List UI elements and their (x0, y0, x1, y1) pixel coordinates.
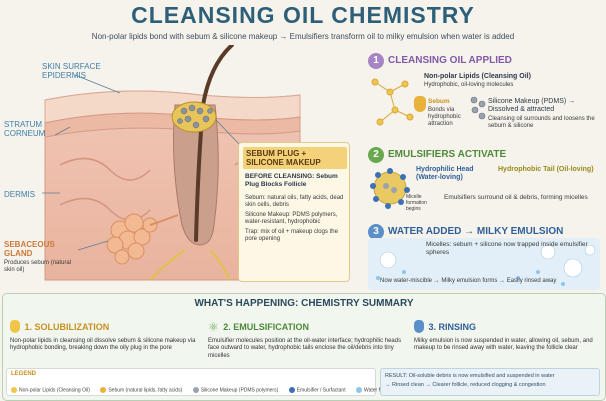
legend-item: Emulsifier / Surfactant (288, 386, 346, 393)
stratum-layer (44, 112, 301, 138)
callout-bullet: Sebum: natural oils, fatty acids, dead s… (245, 195, 344, 208)
summary-col-3-title: 3. RINSING (428, 321, 476, 332)
summary-col-2-text: Emulsifier molecules position at the oil… (208, 338, 402, 359)
legend-item: Non-polar Lipids (Cleansing Oil) (11, 386, 90, 393)
emulsifier-swatch-icon (288, 386, 295, 393)
page-title: CLEANSING OIL CHEMISTRY (131, 2, 475, 28)
legend-label: Emulsifier / Surfactant (296, 386, 346, 393)
legend-items: Non-polar Lipids (Cleansing Oil) Sebum (… (11, 381, 434, 399)
skin-illustration (42, 45, 301, 281)
callout-bullets: Sebum: natural oils, fatty acids, dead s… (245, 195, 345, 243)
result-line-2: → Rinsed clean → Clearer follicle, reduc… (385, 382, 546, 388)
lipid-molecule-icon (371, 78, 414, 126)
head-label: Hydrophilic Head (Water-loving) (416, 166, 474, 181)
step-3-header: 3 WATER ADDED → MILKY EMULSION (368, 223, 600, 241)
dermis-label: DERMIS (4, 190, 36, 199)
page-subtitle: Non-polar lipids bond with sebum & silic… (91, 32, 515, 41)
lipids-desc: Hydrophobic, oil-loving molecules (424, 82, 514, 88)
callout-head: SEBUM PLUG + SILICONE MAKEUP (243, 147, 347, 169)
step-2-desc: Emulsifiers surround oil & debris, formi… (444, 194, 588, 201)
summary-col-1-title: 1. SOLUBILIZATION (24, 321, 110, 332)
silicone-particles (177, 104, 213, 129)
legend-item: Silicone Makeup (PDMS polymers) (192, 386, 279, 393)
step-3-title: WATER ADDED → MILKY EMULSION (388, 226, 564, 238)
summary-col-3: 3. RINSING Milky emulsion is now suspend… (414, 318, 600, 353)
sebum-callout: SEBUM PLUG + SILICONE MAKEUP BEFORE CLEA… (238, 142, 350, 282)
result-line-1: RESULT: Oil-soluble debris is now emulsi… (385, 373, 555, 379)
summary-col-2: ⚛ 2. EMULSIFICATION Emulsifier molecules… (208, 318, 404, 360)
legend-item: Sebum (natural lipids, fatty acids) (100, 386, 183, 393)
legend-label: Silicone Makeup (PDMS polymers) (200, 386, 279, 393)
step-1-header: 1 CLEANSING OIL APPLIED (368, 52, 600, 70)
sebaceous-gland (106, 213, 158, 265)
summary-col-1-text: Non-polar lipids in cleansing oil dissol… (10, 338, 196, 352)
silicone-label: Silicone Makeup (PDMS) → Dissolved & att… (488, 98, 576, 113)
bond-label: Bonds via hydrophobic attraction (428, 107, 461, 127)
step-2-badge: 2 (368, 146, 384, 163)
gland-desc: Produces sebum (natural skin oil) (4, 260, 72, 273)
legend-label: Non-polar Lipids (Cleansing Oil) (19, 386, 90, 393)
oil-drop-icon (10, 320, 20, 334)
lipids-label: Non-polar Lipids (Cleansing Oil) (424, 73, 531, 80)
summary-title: WHAT'S HAPPENING: CHEMISTRY SUMMARY (194, 298, 414, 309)
step-3-desc: Micelles: sebum + silicone now trapped i… (426, 241, 588, 256)
water-swatch-icon (356, 386, 363, 393)
legend-label: Sebum (natural lipids, fatty acids) (108, 386, 183, 393)
tail-label: Hydrophobic Tail (Oil-loving) (498, 166, 594, 173)
silicone-swatch-icon (192, 386, 199, 393)
step-3-rinse: Now water-miscible → Milky emulsion form… (380, 278, 557, 284)
micelle-icon (370, 168, 410, 209)
result-box: RESULT: Oil-soluble debris is now emulsi… (380, 368, 600, 396)
step-2-header: 2 EMULSIFIERS ACTIVATE (368, 146, 600, 164)
callout-subhead: BEFORE CLEANSING: Sebum Plug Blocks Foll… (245, 173, 338, 188)
sebum-swatch-icon (100, 386, 107, 393)
silicone-molecule-icon (470, 96, 486, 120)
step-3-badge: 3 (368, 223, 384, 240)
callout-bullet: Silicone Makeup: PDMS polymers, water-re… (245, 212, 338, 225)
sebum-label: Sebum (428, 98, 450, 105)
stratum-label: STRATUM CORNEUM (4, 120, 46, 138)
water-drop-icon (414, 320, 424, 334)
summary-col-1: 1. SOLUBILIZATION Non-polar lipids in cl… (10, 318, 200, 353)
micelle-label: Micelle formation begins (406, 194, 427, 212)
step-2-title: EMULSIFIERS ACTIVATE (388, 149, 507, 161)
skin-surface-label: SKIN SURFACE EPIDERMIS (42, 62, 101, 80)
step-1-title: CLEANSING OIL APPLIED (388, 55, 512, 67)
sebum-drop-icon (414, 96, 426, 112)
lipid-swatch-icon (11, 386, 17, 393)
follicle (173, 104, 219, 246)
summary-col-3-text: Milky emulsion is now suspended in water… (414, 338, 593, 352)
emulsion-illustration (368, 238, 600, 290)
callout-bullet: Trap: mix of oil + makeup clogs the pore… (245, 229, 338, 242)
summary-col-2-title: 2. EMULSIFICATION (223, 321, 310, 332)
silicone-desc: Cleansing oil surrounds and loosens the … (488, 116, 595, 129)
legend-title: LEGEND (11, 371, 37, 377)
legend: LEGEND Non-polar Lipids (Cleansing Oil) … (6, 368, 434, 399)
gland-label: SEBACEOUS GLAND (4, 240, 55, 258)
step-1-badge: 1 (368, 52, 384, 69)
emulsifier-icon: ⚛ (208, 319, 219, 334)
